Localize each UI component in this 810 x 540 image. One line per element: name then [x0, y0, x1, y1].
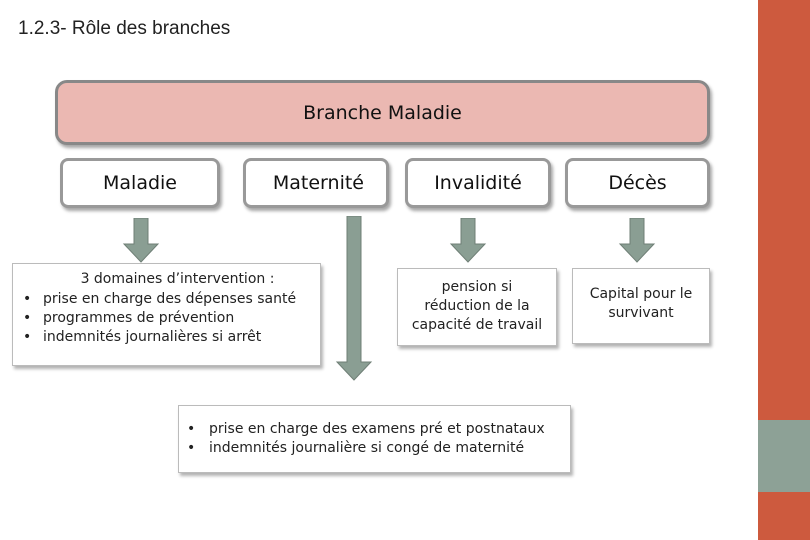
list-item: programmes de prévention	[23, 309, 310, 328]
invalidite-line: pension si	[441, 279, 513, 295]
deces-line: Capital pour le	[589, 286, 693, 302]
arrow-maternite	[334, 216, 374, 382]
maternite-details-list: prise en charge des examens pré et postn…	[187, 420, 562, 458]
list-item: prise en charge des examens pré et postn…	[187, 420, 562, 439]
side-accent-block	[758, 420, 810, 492]
maladie-details-box: 3 domaines d’intervention : prise en cha…	[12, 263, 321, 366]
category-maladie: Maladie	[60, 158, 220, 208]
maladie-details-heading: 3 domaines d’intervention :	[80, 271, 275, 287]
category-invalidite: Invalidité	[405, 158, 551, 208]
maternite-details-box: prise en charge des examens pré et postn…	[178, 405, 571, 473]
side-strip-gap	[750, 0, 758, 540]
arrow-maladie	[121, 218, 161, 263]
deces-line: survivant	[608, 304, 674, 321]
invalidite-details-box: pension si réduction de la capacité de t…	[397, 268, 557, 346]
list-item: indemnités journalière si congé de mater…	[187, 439, 562, 458]
arrow-invalidite	[448, 218, 488, 263]
category-deces: Décès	[565, 158, 710, 208]
list-item: indemnités journalières si arrêt	[23, 328, 310, 347]
invalidite-line: capacité de travail	[411, 316, 543, 333]
arrow-deces	[617, 218, 657, 263]
slide-title: 1.2.3- Rôle des branches	[18, 18, 231, 39]
category-maternite: Maternité	[243, 158, 389, 208]
list-item: prise en charge des dépenses santé	[23, 290, 310, 309]
invalidite-line: réduction de la	[424, 297, 530, 314]
maladie-details-list: prise en charge des dépenses santé progr…	[23, 290, 310, 347]
deces-details-box: Capital pour le survivant	[572, 268, 710, 344]
branch-banner: Branche Maladie	[55, 80, 710, 145]
